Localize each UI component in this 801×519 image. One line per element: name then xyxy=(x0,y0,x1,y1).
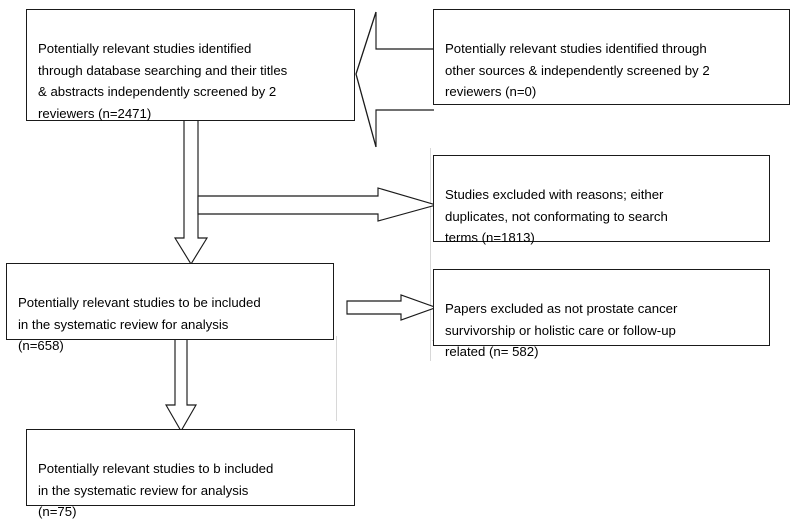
node-other-sources: Potentially relevant studies identified … xyxy=(433,9,790,105)
node-other-sources-label: Potentially relevant studies identified … xyxy=(445,41,710,100)
node-included-for-analysis-label: Potentially relevant studies to be inclu… xyxy=(18,295,261,354)
node-excluded-not-relevant: Papers excluded as not prostate cancer s… xyxy=(433,269,770,359)
node-included-for-analysis: Potentially relevant studies to be inclu… xyxy=(6,263,334,353)
connector-database-search-to-excluded-duplicates xyxy=(197,187,439,222)
guide-line-vertical-center xyxy=(336,336,337,421)
node-database-search: Potentially relevant studies identified … xyxy=(26,9,355,121)
connector-other-sources-to-database-search xyxy=(355,11,434,148)
node-excluded-duplicates-label: Studies excluded with reasons; either du… xyxy=(445,187,668,246)
node-final-included-label: Potentially relevant studies to b includ… xyxy=(38,461,274,519)
connector-included-to-final xyxy=(165,336,197,433)
node-excluded-duplicates: Studies excluded with reasons; either du… xyxy=(433,155,770,246)
node-excluded-not-relevant-label: Papers excluded as not prostate cancer s… xyxy=(445,301,678,360)
node-final-included: Potentially relevant studies to b includ… xyxy=(26,429,355,519)
guide-line-vertical-right xyxy=(430,148,431,361)
connector-included-to-excluded-not-relevant xyxy=(346,294,438,321)
node-database-search-label: Potentially relevant studies identified … xyxy=(38,41,288,121)
connector-database-search-to-included xyxy=(173,117,209,266)
